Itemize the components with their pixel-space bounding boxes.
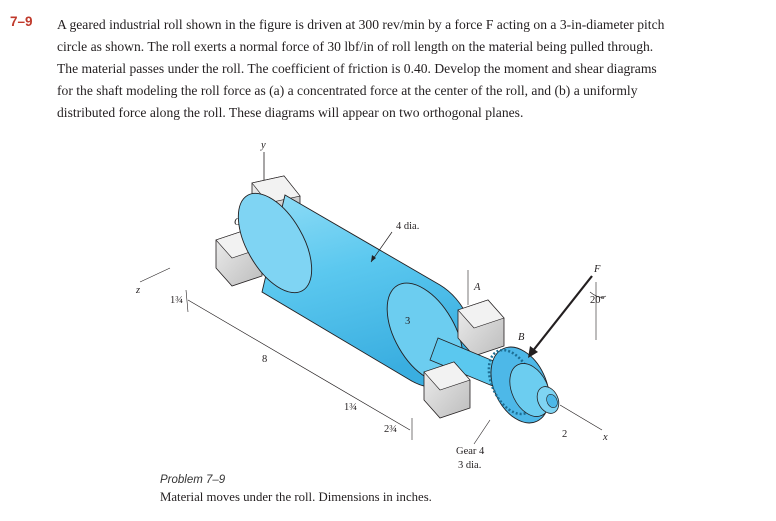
gear [487,346,560,424]
z-axis [139,267,171,283]
b-label: B [518,332,525,343]
x-axis [559,404,603,431]
caption-text: Material moves under the roll. Dimension… [160,490,432,504]
angle-label: 20° [590,295,605,306]
roll-dia-arrow [371,255,376,262]
caption-label: Problem 7–9 [160,474,226,486]
dim-134-a-label: 1¾ [170,295,183,306]
a-label: A [473,282,481,293]
problem-line: for the shaft modeling the roll force as… [57,83,638,98]
y-label: y [260,140,266,151]
roll-dia-label: 4 dia. [396,221,419,232]
dim-234-label: 2¾ [384,424,397,435]
dim-line-8 [187,299,411,431]
force-arrow [531,275,593,353]
right-bearing-upper [457,299,505,357]
dim-3-label: 3 [405,316,410,327]
right-bearing-lower [423,361,471,419]
force-arrowhead [528,346,538,358]
angle-arc [589,291,607,298]
problem-line: circle as shown. The roll exerts a norma… [57,39,654,54]
gear-label-line2: 3 dia. [458,460,481,471]
x-label: x [602,432,608,443]
dim-ext-left [185,289,189,313]
problem-line: A geared industrial roll shown in the fi… [57,17,665,32]
dim-8-label: 8 [262,354,267,365]
z-label: z [135,285,140,296]
gear-label-line1: Gear 4 [456,446,485,457]
o-label: O [234,217,242,228]
figure-caption: Problem 7–9 Material moves under the rol… [160,474,432,505]
f-label: F [593,264,601,275]
problem-number: 7–9 [10,14,33,29]
problem-line: The material passes under the roll. The … [57,61,657,76]
gear-leader [473,419,491,445]
dim-134-b-label: 1¾ [344,402,357,413]
dim-2-label: 2 [562,429,567,440]
problem-text: A geared industrial roll shown in the fi… [57,14,737,124]
problem-line: distributed force along the roll. These … [57,105,524,120]
